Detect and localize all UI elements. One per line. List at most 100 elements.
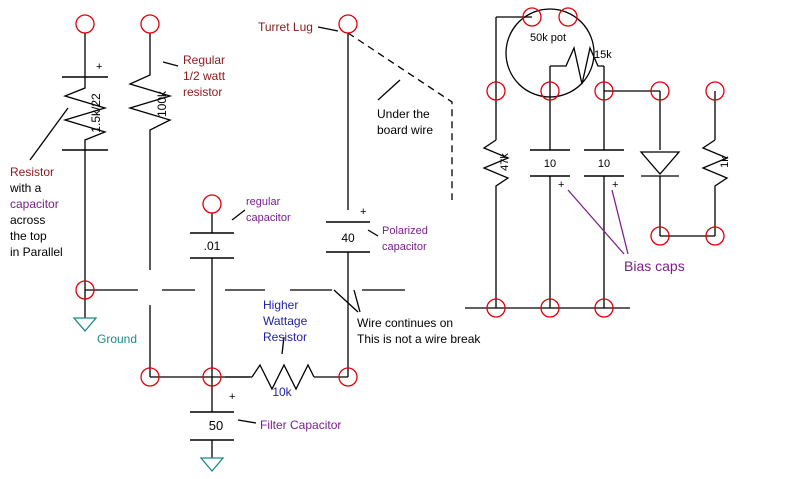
pointer-wire-continues-2	[353, 289, 361, 313]
pointer-regular-resistor	[162, 61, 179, 67]
lug-bias2-bottom	[594, 298, 614, 318]
annotation-polarized-cap-line-1: Polarized	[382, 225, 428, 237]
lug-diode-top	[650, 81, 670, 101]
pointer-resistor-cap	[29, 107, 69, 161]
capacitor-plates	[62, 76, 624, 441]
annotation-filter-cap: Filter Capacitor	[260, 418, 341, 432]
lug-1k-top	[705, 81, 725, 101]
annotation-resistor-cap: Resistor with a capacitor across the top…	[9, 165, 63, 259]
label-plus-1-5k: +	[96, 61, 102, 73]
pointer-turret-lug	[317, 26, 339, 32]
annotation-polarized-cap-line-2: capacitor	[382, 241, 427, 253]
pot-circle	[505, 8, 595, 98]
diode	[639, 151, 681, 177]
wire-under-board	[347, 32, 453, 200]
pointer-bias-caps-2	[611, 189, 629, 255]
pointer-lines	[29, 26, 629, 424]
annotation-resistor-cap-line-3: capacitor	[10, 197, 59, 211]
pointer-bias-caps-1	[567, 189, 625, 255]
lug-bottom-right	[338, 367, 358, 387]
annotation-resistor-cap-line-6: in Parallel	[10, 245, 63, 259]
resistor-47k-zigzag	[482, 139, 510, 190]
pointer-regular-cap	[231, 209, 246, 221]
label-cap-50: 50	[209, 418, 223, 433]
ground-symbols	[72, 317, 225, 473]
annotation-wire-continues-line-1: Wire continues on	[357, 316, 453, 330]
annotation-resistor-cap-line-5: the top	[10, 229, 47, 243]
annotation-regular-resistor-line-2: 1/2 watt	[183, 69, 226, 83]
diode-triangle	[639, 151, 681, 175]
label-47k: 47k	[499, 153, 511, 171]
label-plus-50: +	[229, 391, 235, 403]
pointer-wire-continues-1	[333, 289, 359, 313]
lug-diode-bottom	[650, 226, 670, 246]
ground-symbol-bottom	[199, 457, 225, 473]
lug-ground-left	[75, 280, 95, 300]
wires	[84, 16, 716, 458]
annotation-polarized-cap: Polarized capacitor	[382, 225, 431, 253]
pointer-higher-wattage	[281, 336, 285, 355]
lug-bias1-top	[540, 81, 560, 101]
lug-bias2-top	[594, 81, 614, 101]
label-pot: 50k pot	[530, 32, 566, 44]
annotation-higher-wattage: Higher Wattage Resistor	[263, 298, 311, 344]
annotation-regular-resistor-line-1: Regular	[183, 53, 225, 67]
annotation-ground: Ground	[97, 332, 137, 346]
label-1-5k-22: 1.5k/22	[89, 93, 103, 133]
lug-47k-bottom	[486, 298, 506, 318]
annotation-wire-continues: Wire continues on This is not a wire bre…	[357, 316, 481, 346]
lug-47k-top	[486, 81, 506, 101]
annotation-regular-cap-line-2: capacitor	[246, 212, 291, 224]
annotation-higher-wattage-line-3: Resistor	[263, 330, 307, 344]
resistor-10k-zigzag	[251, 363, 315, 391]
pointer-filter-cap	[237, 419, 257, 424]
lug-pot-left	[522, 7, 542, 27]
pointer-under-board	[377, 79, 401, 101]
label-cap-01: .01	[204, 239, 221, 253]
annotation-under-board: Under the board wire	[377, 107, 433, 137]
component-labels: 1.5k/22 100k + .01 40 + 50 + 10k 47k 10 …	[89, 32, 731, 433]
annotation-higher-wattage-line-2: Wattage	[263, 314, 308, 328]
label-plus-bias1: +	[558, 179, 564, 191]
ground-symbol-left	[72, 317, 98, 333]
annotation-regular-resistor-line-3: resistor	[183, 85, 222, 99]
annotation-turret-lug: Turret Lug	[258, 20, 313, 34]
resistor-1-5k-zigzag	[62, 77, 108, 150]
label-bias2-value: 10	[598, 158, 610, 170]
resistor-1k-zigzag	[701, 139, 729, 190]
lug-bias1-bottom	[540, 298, 560, 318]
resistor-100k-zigzag	[127, 62, 173, 145]
lug-100k-top	[140, 14, 160, 34]
annotation-resistor-cap-line-4: across	[10, 213, 45, 227]
lug-pot-right	[558, 7, 578, 27]
label-plus-40: +	[360, 206, 366, 218]
resistors	[62, 62, 729, 391]
annotation-resistor-cap-line-1: Resistor	[10, 165, 54, 179]
annotation-bias-caps: Bias caps	[624, 258, 685, 274]
lug-01-top	[202, 194, 222, 214]
annotation-regular-cap: regular capacitor	[246, 196, 291, 224]
label-bias1-value: 10	[544, 158, 556, 170]
turret-lugs	[75, 7, 725, 387]
annotation-regular-cap-line-1: regular	[246, 196, 281, 208]
label-plus-bias2: +	[612, 179, 618, 191]
lug-turret-top	[338, 14, 358, 34]
annotation-under-board-line-1: Under the	[377, 107, 430, 121]
annotation-under-board-line-2: board wire	[377, 123, 433, 137]
lug-left-top	[75, 14, 95, 34]
label-1k: 1k	[719, 156, 731, 168]
lug-bottom-left	[140, 367, 160, 387]
annotation-regular-resistor: Regular 1/2 watt resistor	[183, 53, 228, 99]
annotation-wire-continues-line-2: This is not a wire break	[357, 332, 481, 346]
label-cap-40: 40	[341, 231, 355, 245]
lug-1k-bottom	[705, 226, 725, 246]
annotation-higher-wattage-line-1: Higher	[263, 298, 298, 312]
pointer-polarized-cap	[367, 229, 379, 237]
label-10k: 10k	[272, 385, 292, 399]
annotation-resistor-cap-line-2: with a	[9, 181, 42, 195]
lug-bottom-middle	[202, 367, 222, 387]
label-100k: 100k	[155, 90, 169, 117]
label-15k: 15k	[594, 49, 612, 61]
annotations: Turret Lug Regular 1/2 watt resistor Und…	[9, 20, 685, 432]
